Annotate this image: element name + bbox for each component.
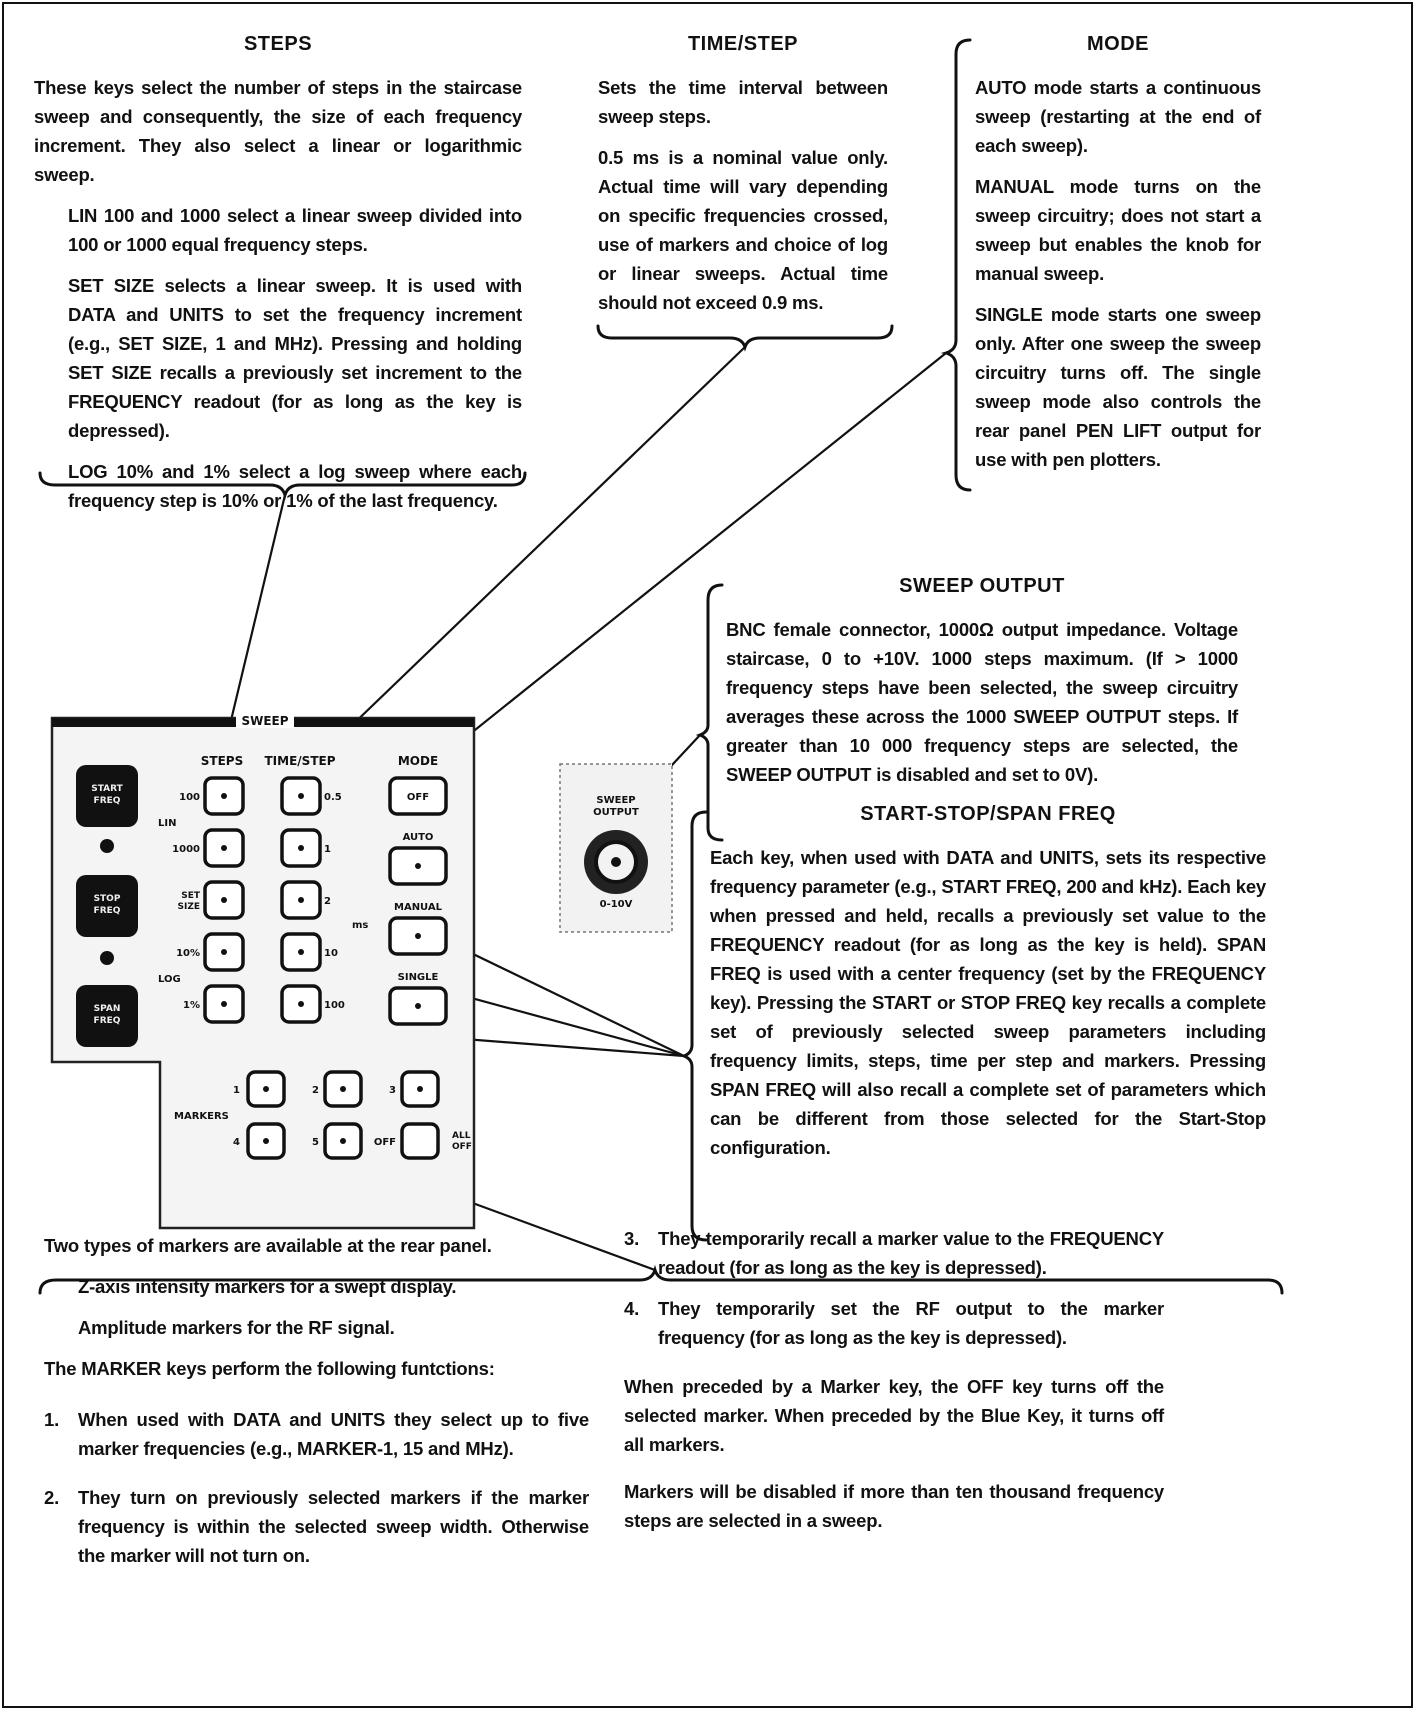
- steps-section: STEPS These keys select the number of st…: [34, 30, 522, 527]
- sweep-output-title: SWEEP OUTPUT: [726, 572, 1238, 601]
- sweep-output-section: SWEEP OUTPUT BNC female connector, 1000Ω…: [726, 572, 1238, 801]
- start-stop-body: Each key, when used with DATA and UNITS,…: [710, 843, 1266, 1162]
- start-stop-section: START-STOP/SPAN FREQ Each key, when used…: [710, 800, 1266, 1174]
- steps-lin-text: LIN 100 and 1000 select a linear sweep d…: [34, 201, 522, 259]
- time-step-section: TIME/STEP Sets the time interval between…: [598, 30, 888, 329]
- steps-set-size-text: SET SIZE selects a linear sweep. It is u…: [34, 271, 522, 445]
- mode-title: MODE: [975, 30, 1261, 59]
- markers-off-note: When preceded by a Marker key, the OFF k…: [624, 1372, 1164, 1459]
- steps-log-text: LOG 10% and 1% select a log sweep where …: [34, 457, 522, 515]
- time-step-p1: Sets the time interval between sweep ste…: [598, 73, 888, 131]
- markers-item-2-num: 2.: [44, 1483, 78, 1570]
- sweep-output-body: BNC female connector, 1000Ω output imped…: [726, 615, 1238, 789]
- markers-item-1-num: 1.: [44, 1405, 78, 1463]
- markers-p3: Amplitude markers for the RF signal.: [44, 1313, 589, 1342]
- markers-disable-note: Markers will be disabled if more than te…: [624, 1477, 1164, 1535]
- markers-title: MARKERS: [44, 1182, 589, 1211]
- steps-intro: These keys select the number of steps in…: [34, 73, 522, 189]
- steps-title: STEPS: [34, 30, 522, 59]
- markers-item-3-text: They temporarily recall a marker value t…: [658, 1224, 1164, 1282]
- markers-right: 3. They temporarily recall a marker valu…: [624, 1224, 1164, 1547]
- time-step-title: TIME/STEP: [598, 30, 888, 59]
- mode-single-text: SINGLE mode starts one sweep only. After…: [975, 300, 1261, 474]
- markers-item-1-text: When used with DATA and UNITS they selec…: [78, 1405, 589, 1463]
- mode-manual-text: MANUAL mode turns on the sweep circuitry…: [975, 172, 1261, 288]
- markers-p4: The MARKER keys perform the following fu…: [44, 1354, 589, 1383]
- markers-left: MARKERS Two types of markers are availab…: [44, 1182, 589, 1570]
- markers-item-2: 2. They turn on previously selected mark…: [44, 1483, 589, 1570]
- markers-item-3: 3. They temporarily recall a marker valu…: [624, 1224, 1164, 1282]
- markers-p1: Two types of markers are available at th…: [44, 1231, 589, 1260]
- markers-item-1: 1. When used with DATA and UNITS they se…: [44, 1405, 589, 1463]
- markers-item-4-text: They temporarily set the RF output to th…: [658, 1294, 1164, 1352]
- mode-auto-text: AUTO mode starts a continuous sweep (res…: [975, 73, 1261, 160]
- start-stop-title: START-STOP/SPAN FREQ: [710, 800, 1266, 829]
- markers-item-4-num: 4.: [624, 1294, 658, 1352]
- markers-p2: Z-axis intensity markers for a swept dis…: [44, 1272, 589, 1301]
- time-step-p2: 0.5 ms is a nominal value only. Actual t…: [598, 143, 888, 317]
- mode-section: MODE AUTO mode starts a continuous sweep…: [975, 30, 1261, 486]
- markers-item-4: 4. They temporarily set the RF output to…: [624, 1294, 1164, 1352]
- markers-item-3-num: 3.: [624, 1224, 658, 1282]
- markers-item-2-text: They turn on previously selected markers…: [78, 1483, 589, 1570]
